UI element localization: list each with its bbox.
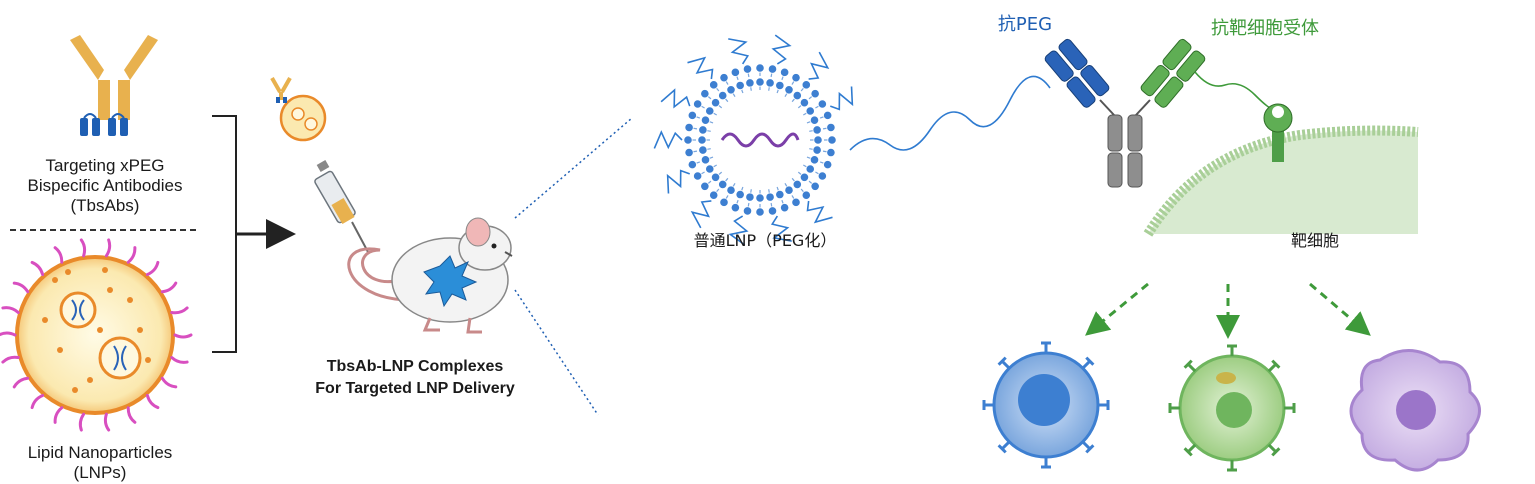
tbsab-label: Targeting xPEG Bispecific Antibodies (Tb… (10, 156, 200, 216)
bracket (212, 115, 237, 353)
tbsab-label-line3: (TbsAbs) (70, 195, 140, 215)
pegylated-lnp-icon (653, 34, 854, 246)
anti-peg-label: 抗PEG (997, 14, 1053, 35)
zoom-line-top (514, 117, 633, 219)
lnp-label-line1: Lipid Nanoparticles (27, 443, 173, 462)
blue-cell-icon (982, 341, 1110, 469)
bispecific-antibody-icon (1044, 38, 1273, 188)
purple-cell-icon (1349, 349, 1481, 472)
mouse-icon (347, 217, 513, 334)
complex-icon (270, 77, 327, 142)
lnp-icon (0, 238, 193, 432)
pegylated-lnp-label: 普通LNP（PEG化） (693, 231, 837, 250)
complex-label-line2: For Targeted LNP Delivery (315, 379, 515, 397)
complex-label: TbsAb-LNP Complexes For Targeted LNP Del… (270, 356, 560, 399)
anti-receptor-label: 抗靶细胞受体 (1211, 18, 1319, 39)
lnp-label-line2: (LNPs) (73, 462, 127, 482)
receptor-icon (1263, 103, 1293, 162)
lnp-label: Lipid Nanoparticles (LNPs) (0, 443, 200, 483)
differentiation-arrows (1085, 282, 1371, 339)
complex-label-line1: TbsAb-LNP Complexes (326, 358, 504, 375)
target-cell-icon (1143, 103, 1419, 237)
tbsab-antibody-icon (70, 35, 158, 136)
tbsab-label-line1: Targeting xPEG (45, 156, 165, 175)
tbsab-label-line2: Bispecific Antibodies (27, 175, 183, 195)
peg-tether (849, 75, 1051, 151)
zoom-line-bottom (514, 289, 599, 416)
syringe-icon (314, 160, 369, 253)
target-cell-label: 靶细胞 (1290, 231, 1339, 250)
green-cell-icon (1168, 344, 1296, 472)
